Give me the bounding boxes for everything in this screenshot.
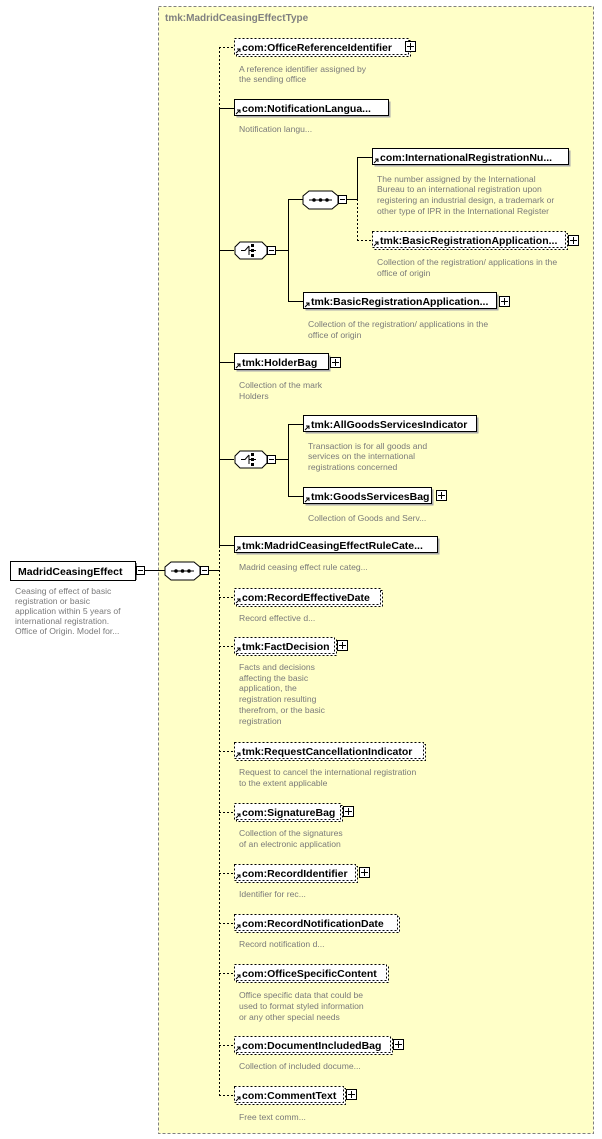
- svg-text:com:OfficeSpecificContent: com:OfficeSpecificContent: [242, 968, 377, 980]
- element-description: Record effective d...: [239, 613, 315, 623]
- svg-text:com:OfficeReferenceIdentifier: com:OfficeReferenceIdentifier: [242, 42, 392, 54]
- type-title: tmk:MadridCeasingEffectType: [165, 13, 309, 24]
- svg-text:com:RecordNotificationDate: com:RecordNotificationDate: [242, 918, 384, 930]
- svg-text:com:CommentText: com:CommentText: [242, 1090, 337, 1102]
- element-fact-decision[interactable]: tmk:FactDecision: [235, 638, 348, 656]
- element-signature-bag[interactable]: com:SignatureBag: [235, 804, 354, 822]
- element-record-identifier[interactable]: com:RecordIdentifier: [235, 865, 370, 883]
- element-madrid-ceasing-effect-rule-category[interactable]: tmk:MadridCeasingEffectRuleCate...: [235, 537, 440, 555]
- element-comment-text[interactable]: com:CommentText: [235, 1087, 357, 1105]
- element-description: Collection of Goods and Serv...: [308, 513, 426, 523]
- root-collapse-toggle[interactable]: [137, 567, 145, 575]
- svg-text:tmk:GoodsServicesBag: tmk:GoodsServicesBag: [311, 491, 429, 503]
- element-record-notification-date[interactable]: com:RecordNotificationDate: [235, 915, 400, 933]
- element-description: Madrid ceasing effect rule categ...: [239, 562, 368, 572]
- svg-text:tmk:FactDecision: tmk:FactDecision: [242, 641, 330, 653]
- element-notification-language[interactable]: com:NotificationLangua...: [235, 100, 391, 118]
- svg-text:tmk:HolderBag: tmk:HolderBag: [242, 357, 317, 369]
- element-description: Collection of the signatures of an elect…: [239, 828, 345, 849]
- svg-text:tmk:AllGoodsServicesIndicator: tmk:AllGoodsServicesIndicator: [311, 419, 467, 431]
- svg-text:com:NotificationLangua...: com:NotificationLangua...: [242, 103, 371, 115]
- element-description: Notification langu...: [239, 124, 312, 134]
- svg-text:tmk:RequestCancellationIndicat: tmk:RequestCancellationIndicator: [242, 746, 412, 758]
- svg-text:com:DocumentIncludedBag: com:DocumentIncludedBag: [242, 1040, 381, 1052]
- svg-text:tmk:MadridCeasingEffectRuleCat: tmk:MadridCeasingEffectRuleCate...: [242, 540, 423, 552]
- svg-text:com:SignatureBag: com:SignatureBag: [242, 807, 335, 819]
- element-goods-services-bag[interactable]: tmk:GoodsServicesBag: [304, 488, 447, 506]
- element-holder-bag[interactable]: tmk:HolderBag: [235, 354, 341, 372]
- svg-text:tmk:BasicRegistrationApplicati: tmk:BasicRegistrationApplication...: [311, 296, 488, 308]
- svg-text:com:RecordIdentifier: com:RecordIdentifier: [242, 868, 348, 880]
- element-international-registration-number[interactable]: com:InternationalRegistrationNu...: [373, 149, 571, 167]
- root-element[interactable]: MadridCeasingEffect: [11, 562, 137, 581]
- element-record-effective-date[interactable]: com:RecordEffectiveDate: [235, 589, 383, 607]
- element-basic-registration-application[interactable]: tmk:BasicRegistrationApplication...: [304, 293, 510, 311]
- root-description: Ceasing of effect of basic registration …: [15, 586, 123, 636]
- element-description: Record notification d...: [239, 939, 325, 949]
- root-element-label: MadridCeasingEffect: [18, 566, 123, 578]
- element-basic-registration-application-optional[interactable]: tmk:BasicRegistrationApplication...: [373, 232, 579, 250]
- svg-text:tmk:BasicRegistrationApplicati: tmk:BasicRegistrationApplication...: [380, 235, 557, 247]
- element-office-reference-identifier[interactable]: com:OfficeReferenceIdentifier: [235, 39, 416, 57]
- element-document-included-bag[interactable]: com:DocumentIncludedBag: [235, 1037, 404, 1055]
- element-request-cancellation-indicator[interactable]: tmk:RequestCancellationIndicator: [235, 743, 426, 761]
- element-all-goods-services-indicator[interactable]: tmk:AllGoodsServicesIndicator: [304, 416, 479, 434]
- svg-text:com:RecordEffectiveDate: com:RecordEffectiveDate: [242, 592, 370, 604]
- element-office-specific-content[interactable]: com:OfficeSpecificContent: [235, 965, 389, 983]
- element-description: Identifier for rec...: [239, 889, 306, 899]
- element-description: Free text comm...: [239, 1112, 306, 1122]
- element-description: Collection of included docume...: [239, 1061, 361, 1071]
- element-description: The number assigned by the International…: [377, 174, 557, 216]
- svg-text:com:InternationalRegistrationN: com:InternationalRegistrationNu...: [380, 152, 552, 164]
